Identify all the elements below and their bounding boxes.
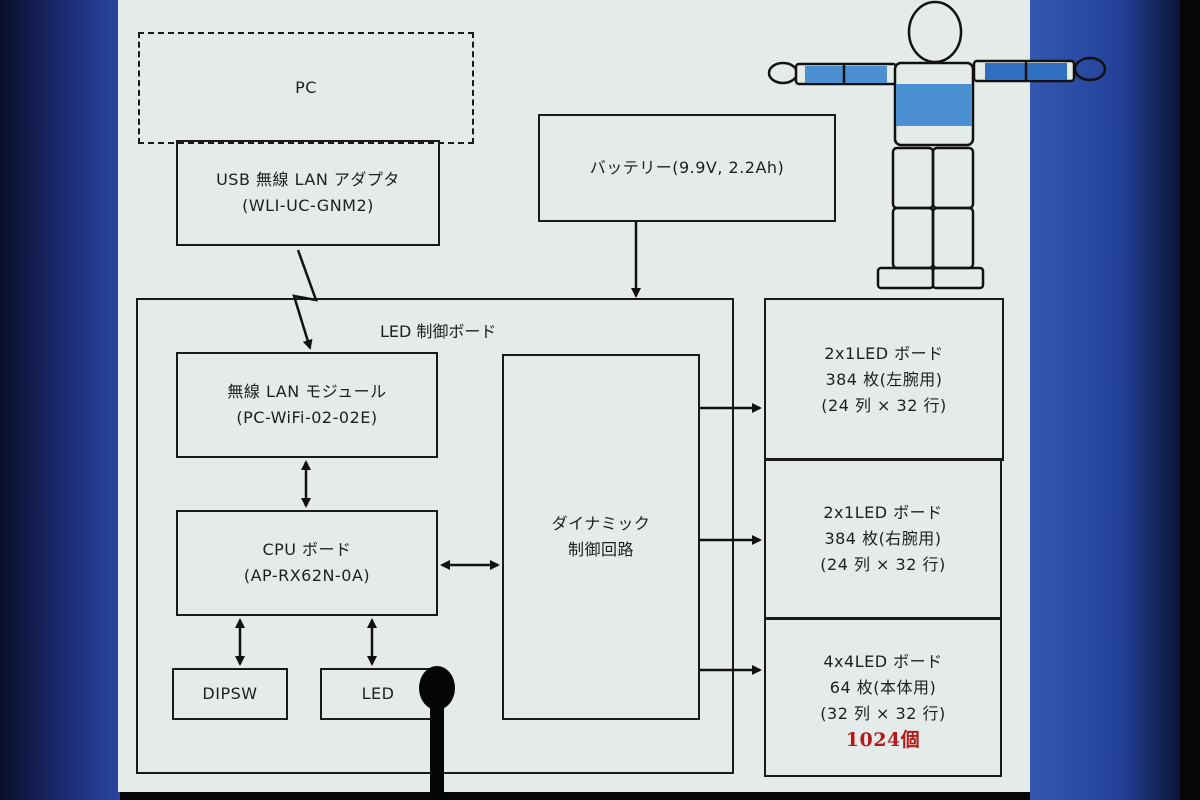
cpu-board-box: CPU ボード (AP-RX62N-0A) <box>176 510 438 616</box>
wireless-module-box: 無線 LAN モジュール (PC-WiFi-02-02E) <box>176 352 438 458</box>
background-right <box>1030 0 1180 800</box>
led-board-grid: (32 列 × 32 行) <box>820 704 946 723</box>
led-board-type: 2x1LED ボード <box>824 343 944 363</box>
cpu-board-model: (AP-RX62N-0A) <box>243 566 371 585</box>
pc-box: PC <box>138 32 474 144</box>
led-control-board-label: LED 制御ボード <box>380 322 497 341</box>
led-board-body: 4x4LED ボード 64 枚(本体用) (32 列 × 32 行) 1024個 <box>764 617 1002 777</box>
dynamic-circuit-line2: 制御回路 <box>567 540 634 559</box>
led-board-type: 4x4LED ボード <box>823 652 943 671</box>
led-board-grid: (24 列 × 32 行) <box>820 555 946 574</box>
cpu-board-name: CPU ボード <box>262 540 352 559</box>
led-board-left-arm: 2x1LED ボード 384 枚(左腕用) (24 列 × 32 行) <box>764 298 1004 461</box>
led-board-count: 384 枚(右腕用) <box>824 529 942 548</box>
total-led-count: 1024個 <box>845 729 921 751</box>
background-left <box>0 0 120 800</box>
wireless-module-model: (PC-WiFi-02-02E) <box>236 408 378 427</box>
led-board-right-arm: 2x1LED ボード 384 枚(右腕用) (24 列 × 32 行) <box>764 458 1002 620</box>
led-label: LED <box>361 684 395 703</box>
wireless-module-name: 無線 LAN モジュール <box>227 382 387 401</box>
led-board-count: 384 枚(左腕用) <box>825 369 943 389</box>
battery-label: バッテリー(9.9V, 2.2Ah) <box>589 158 785 177</box>
usb-adapter-box: USB 無線 LAN アダプタ (WLI-UC-GNM2) <box>176 140 440 246</box>
led-board-count: 64 枚(本体用) <box>829 678 937 697</box>
led-board-type: 2x1LED ボード <box>823 503 943 522</box>
dipsw-label: DIPSW <box>202 684 258 703</box>
usb-adapter-model: (WLI-UC-GNM2) <box>242 196 374 215</box>
led-box: LED <box>320 668 436 720</box>
dipsw-box: DIPSW <box>172 668 288 720</box>
dynamic-control-circuit-box: ダイナミック 制御回路 <box>502 354 700 720</box>
led-board-grid: (24 列 × 32 行) <box>821 395 947 415</box>
usb-adapter-name: USB 無線 LAN アダプタ <box>216 170 400 189</box>
battery-box: バッテリー(9.9V, 2.2Ah) <box>538 114 836 222</box>
dynamic-circuit-line1: ダイナミック <box>551 514 651 533</box>
pc-label: PC <box>295 78 317 97</box>
slide <box>118 0 1030 792</box>
